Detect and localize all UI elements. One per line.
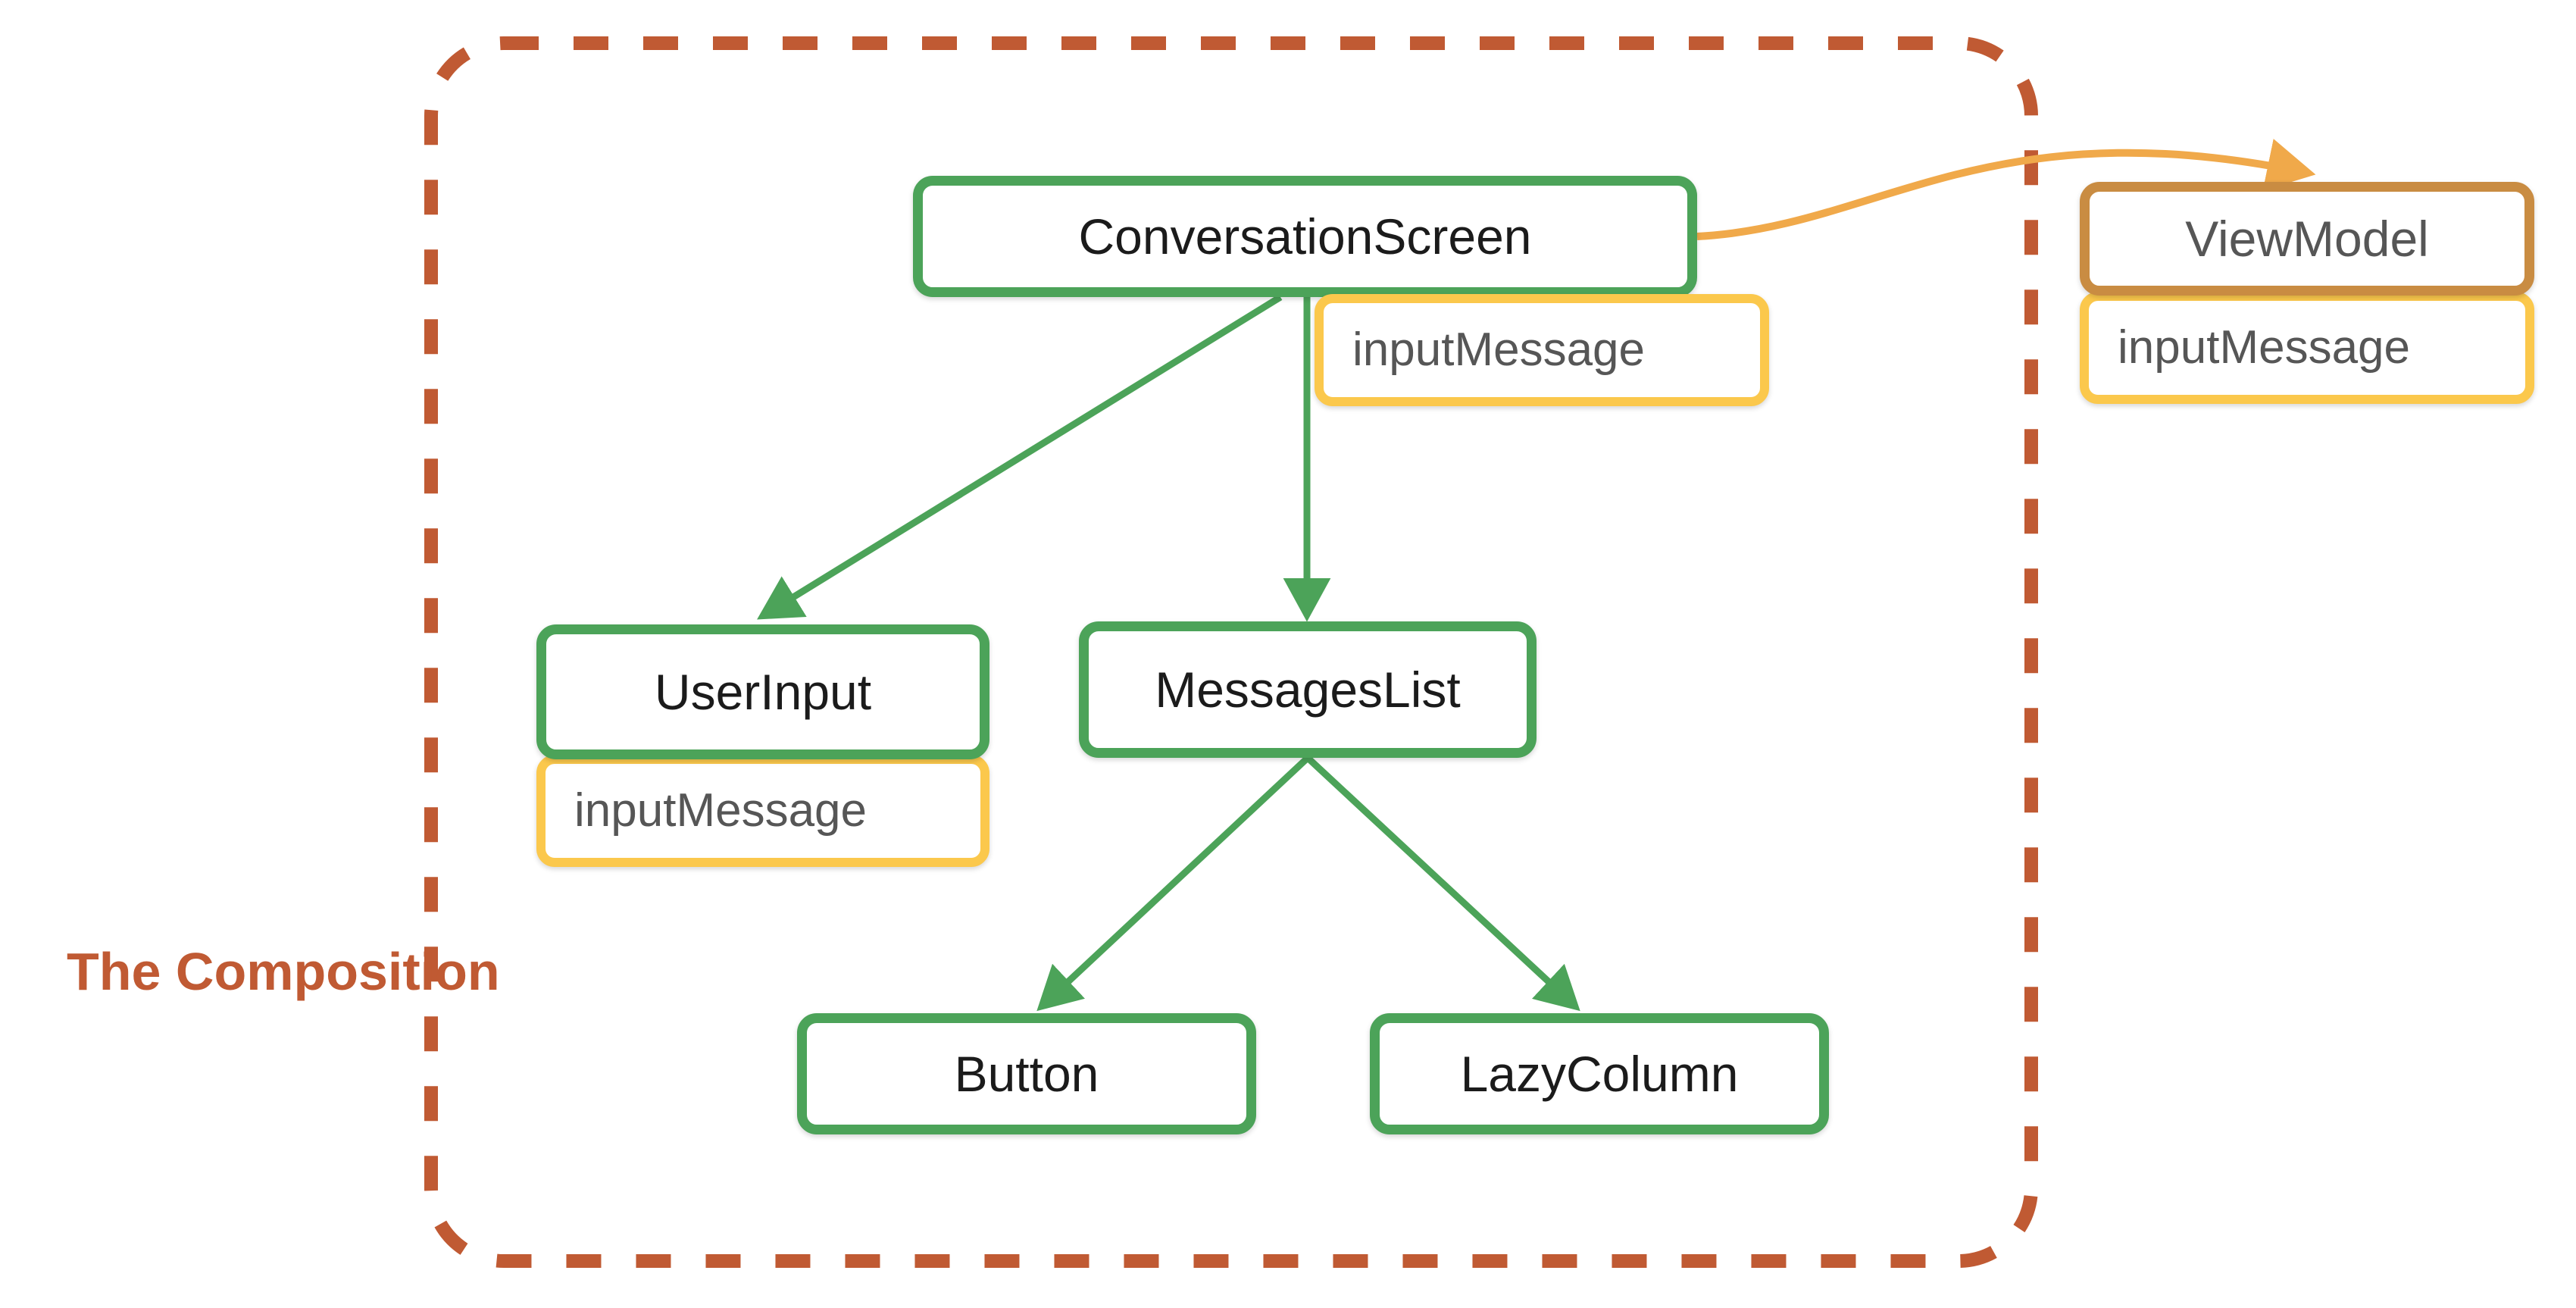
node-user-input-label: UserInput (654, 664, 872, 720)
state-badge-conversation-screen-label: inputMessage (1352, 324, 1646, 376)
node-button[interactable]: Button (797, 1013, 1256, 1134)
composition-caption: The Composition (67, 942, 500, 1001)
node-lazy-column[interactable]: LazyColumn (1370, 1013, 1829, 1134)
node-messages-list[interactable]: MessagesList (1079, 621, 1537, 758)
state-badge-conversation-screen[interactable]: inputMessage (1315, 294, 1769, 406)
node-conversation-screen-label: ConversationScreen (1078, 208, 1532, 264)
node-lazy-column-label: LazyColumn (1460, 1046, 1739, 1102)
node-messages-list-label: MessagesList (1155, 662, 1461, 718)
state-badge-user-input-label: inputMessage (574, 784, 868, 837)
edge-messages-list-to-lazy-column (1305, 755, 1580, 1012)
node-viewmodel-label: ViewModel (2185, 211, 2429, 267)
state-badge-viewmodel-label: inputMessage (2118, 321, 2411, 374)
node-button-label: Button (954, 1046, 1099, 1102)
edge-conversation-screen-to-user-input (757, 294, 1283, 620)
node-user-input[interactable]: UserInput (536, 624, 989, 759)
state-badge-viewmodel[interactable]: inputMessage (2080, 292, 2534, 404)
edge-messages-list-to-button (1036, 755, 1311, 1012)
node-viewmodel[interactable]: ViewModel (2080, 182, 2534, 296)
state-badge-user-input[interactable]: inputMessage (536, 755, 989, 867)
node-conversation-screen[interactable]: ConversationScreen (913, 176, 1697, 297)
